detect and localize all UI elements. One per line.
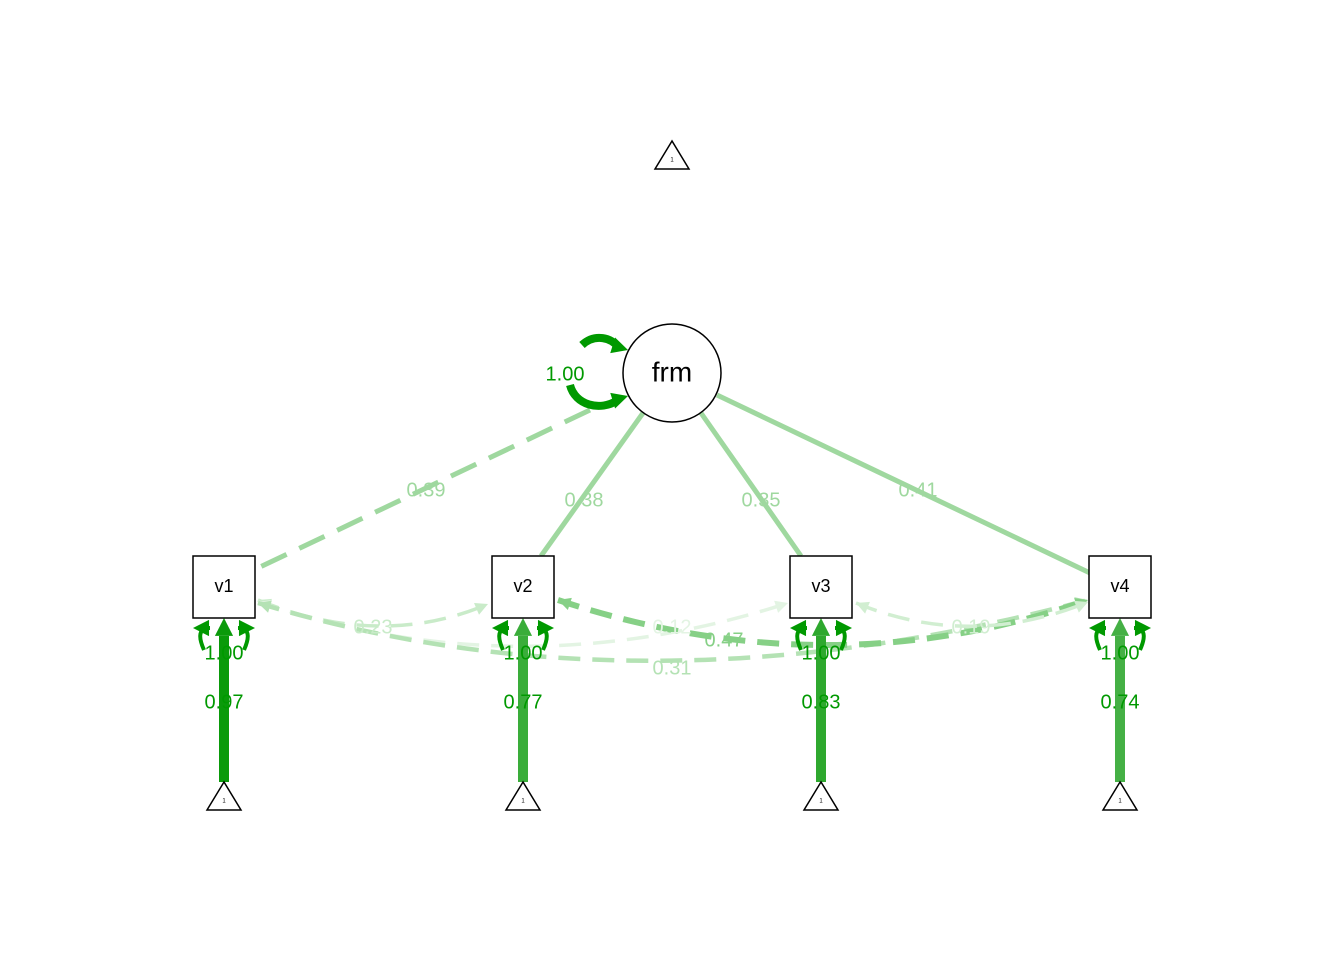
residual-arrow-right-icon <box>238 619 255 637</box>
loading-label-v4: 0.41 <box>899 479 938 501</box>
latent-variance-arrow-icon <box>610 337 628 354</box>
intercept-triangle-v2 <box>504 780 542 811</box>
covariance-arrow-v4-icon <box>1074 600 1088 613</box>
covariance-arrow-v3-icon <box>856 601 870 614</box>
intercept-triangle-label: 1 <box>1118 799 1122 805</box>
observed-label-v3: v3 <box>811 576 830 596</box>
latent-intercept-triangle-label: 1 <box>670 158 674 164</box>
intercept-triangle-label: 1 <box>819 799 823 805</box>
residual-arrow-right-icon <box>537 619 554 637</box>
loading-edge-v4 <box>715 392 1092 576</box>
residual-arrow-left-icon <box>193 619 210 637</box>
loading-edge-v1 <box>256 407 592 571</box>
observed-label-v1: v1 <box>214 576 233 596</box>
intercept-triangle-v3 <box>802 780 840 811</box>
residual-arrow-left-icon <box>790 619 807 637</box>
covariance-label-v3-v4: 0.19 <box>952 616 991 638</box>
intercept-arrow-icon <box>1110 618 1130 636</box>
latent-variance-label: 1.00 <box>546 363 585 385</box>
covariance-label-v2-v4: 0.47 <box>705 629 744 651</box>
loading-edge-v3 <box>698 411 804 558</box>
latent-label: frm <box>652 356 692 387</box>
residual-arrow-left-icon <box>492 619 509 637</box>
covariance-arrow-v3-icon <box>774 600 788 613</box>
intercept-triangle-v1 <box>205 780 243 811</box>
residual-arrow-right-icon <box>1134 619 1151 637</box>
covariance-edge-v3-v4 <box>855 600 1089 628</box>
observed-node-v3 <box>789 555 853 619</box>
observed-label-v2: v2 <box>513 576 532 596</box>
loading-label-v2: 0.38 <box>565 489 604 511</box>
intercept-triangle-v4 <box>1101 780 1139 811</box>
loading-label-v3: 0.35 <box>742 489 781 511</box>
loading-edge-v2 <box>538 411 646 558</box>
intercept-triangle-label: 1 <box>222 799 226 805</box>
residual-label-v4: 1.00 <box>1101 642 1140 664</box>
covariance-arrow-v2-icon <box>474 603 488 615</box>
residual-label-v1: 1.00 <box>205 642 244 664</box>
residual-arrow-right-icon <box>835 619 852 637</box>
observed-node-v1 <box>192 555 256 619</box>
covariance-arrow-v1-icon <box>258 600 272 613</box>
covariance-edge-v1-v4 <box>257 597 1089 663</box>
intercept-arrow-icon <box>214 618 234 636</box>
latent-node-frm <box>622 323 722 423</box>
observed-node-v2 <box>491 555 555 619</box>
intercept-label-v3: 0.83 <box>802 691 841 713</box>
covariance-label-v1-v2: 0.23 <box>354 616 393 638</box>
loading-label-v1: 0.39 <box>407 479 446 501</box>
latent-intercept-triangle <box>653 139 691 170</box>
residual-arrow-left-icon <box>1089 619 1106 637</box>
residual-label-v3: 1.00 <box>802 642 841 664</box>
latent-variance-arrow-icon <box>610 392 628 409</box>
covariance-edge-v2-v4 <box>557 597 1089 648</box>
observed-label-v4: v4 <box>1110 576 1129 596</box>
residual-label-v2: 1.00 <box>504 642 543 664</box>
intercept-arrow-icon <box>513 618 533 636</box>
observed-node-v4 <box>1088 555 1152 619</box>
intercept-label-v4: 0.74 <box>1101 691 1140 713</box>
covariance-label-v1-v3: 0.12 <box>653 616 692 638</box>
covariance-label-v1-v4: 0.31 <box>653 657 692 679</box>
intercept-label-v1: 0.97 <box>205 691 244 713</box>
intercept-label-v2: 0.77 <box>504 691 543 713</box>
intercept-arrow-icon <box>811 618 831 636</box>
covariance-edge-v1-v2 <box>257 598 489 628</box>
covariance-arrow-v2-icon <box>558 597 572 610</box>
intercept-triangle-label: 1 <box>521 799 525 805</box>
